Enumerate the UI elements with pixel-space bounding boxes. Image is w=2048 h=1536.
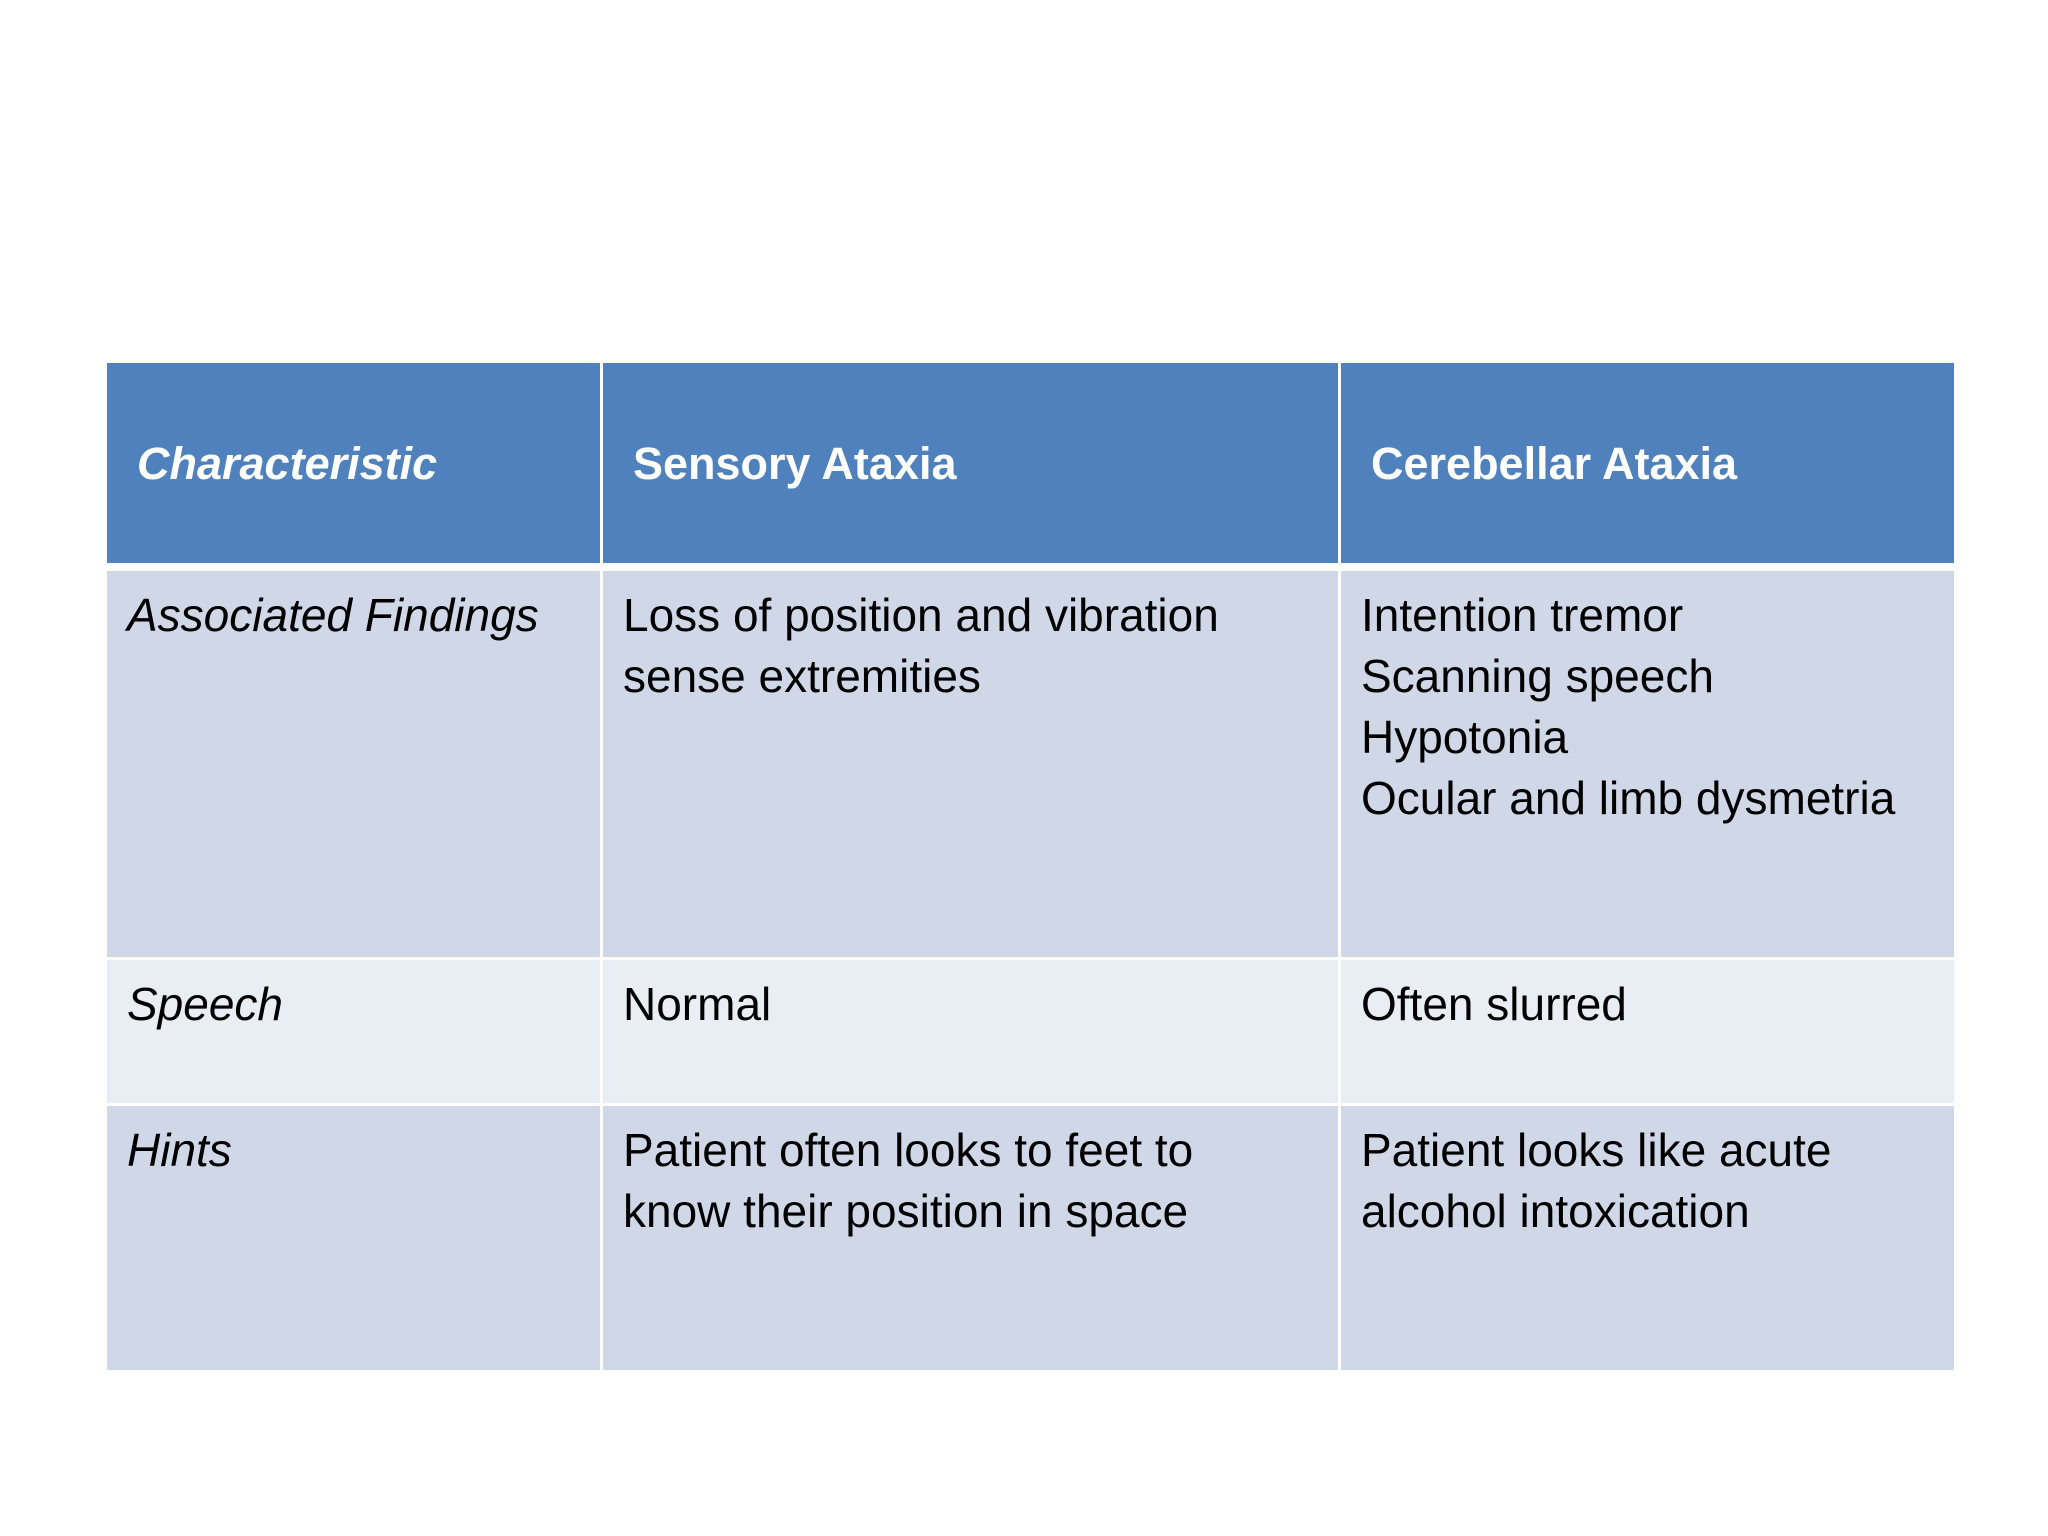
row-label-speech: Speech (104, 957, 603, 1106)
cell-line: sense extremities (623, 650, 981, 702)
cell-line: Scanning speech (1361, 650, 1714, 702)
row-label-hints: Hints (104, 1103, 603, 1373)
comparison-table: Characteristic Sensory Ataxia Cerebellar… (104, 360, 1957, 1373)
cell-sensory-speech: Normal (600, 957, 1341, 1106)
table-row: Hints Patient often looks to feet to kno… (104, 1103, 1957, 1373)
cell-cerebellar-hints: Patient looks like acute alcohol intoxic… (1338, 1103, 1957, 1373)
row-label-associated-findings: Associated Findings (104, 565, 603, 960)
cell-line: Patient looks like acute (1361, 1124, 1832, 1176)
cell-sensory-hints: Patient often looks to feet to know thei… (600, 1103, 1341, 1373)
cell-line: Patient often looks to feet to (623, 1124, 1194, 1176)
cell-sensory-associated-findings: Loss of position and vibration sense ext… (600, 565, 1341, 960)
table-row: Speech Normal Often slurred (104, 957, 1957, 1106)
header-sensory-ataxia: Sensory Ataxia (600, 360, 1341, 571)
cell-line: Often slurred (1361, 978, 1627, 1030)
cell-line: Intention tremor (1361, 589, 1684, 641)
cell-line: alcohol intoxication (1361, 1185, 1750, 1237)
cell-line: know their position in space (623, 1185, 1189, 1237)
table-row: Associated Findings Loss of position and… (104, 565, 1957, 960)
header-characteristic: Characteristic (104, 360, 603, 571)
table-header-row: Characteristic Sensory Ataxia Cerebellar… (104, 360, 1957, 571)
cell-cerebellar-associated-findings: Intention tremor Scanning speech Hypoton… (1338, 565, 1957, 960)
cell-line: Hypotonia (1361, 711, 1569, 763)
header-cerebellar-ataxia: Cerebellar Ataxia (1338, 360, 1957, 571)
cell-cerebellar-speech: Often slurred (1338, 957, 1957, 1106)
cell-line: Normal (623, 978, 772, 1030)
cell-line: Ocular and limb dysmetria (1361, 772, 1896, 824)
cell-line: Loss of position and vibration (623, 589, 1219, 641)
